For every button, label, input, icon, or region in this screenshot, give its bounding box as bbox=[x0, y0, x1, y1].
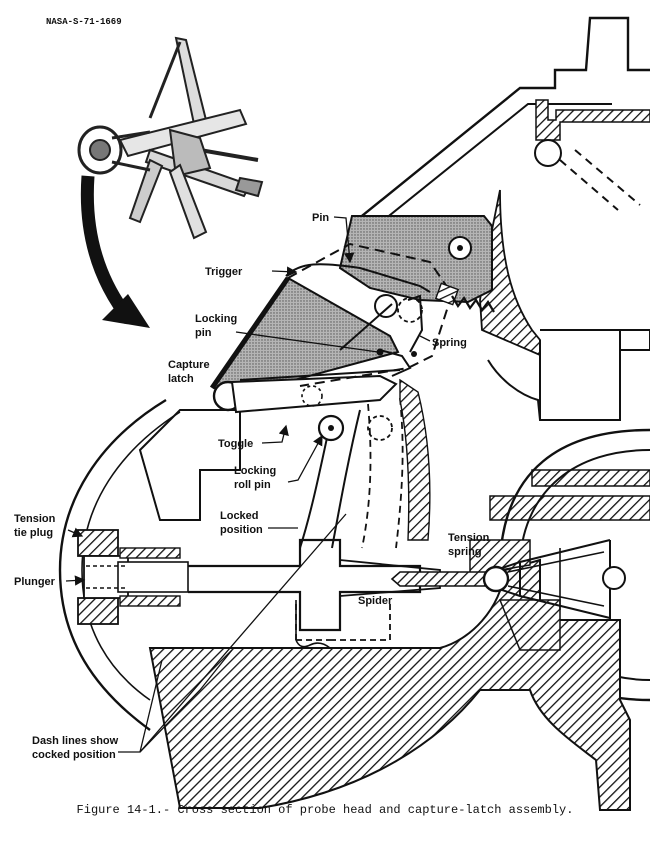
hatched-block-mid bbox=[469, 539, 531, 576]
locking-roll-pin-cocked bbox=[367, 415, 393, 441]
leader-tension-tie-plug bbox=[67, 527, 84, 538]
label-tension-spring-2: spring bbox=[448, 546, 482, 558]
figure-caption: Figure 14-1.- Cross section of probe hea… bbox=[76, 803, 574, 817]
label-pin: Pin bbox=[312, 212, 329, 224]
label-capture-latch-2: latch bbox=[168, 373, 194, 385]
leader-dash-note-b bbox=[139, 659, 163, 753]
toggle-pin-cocked bbox=[301, 385, 323, 407]
callout-arrow-head bbox=[102, 294, 150, 328]
document-id: NASA-S-71-1669 bbox=[46, 17, 122, 27]
central-shaft bbox=[188, 538, 422, 632]
capture-latch-cocked-outline bbox=[287, 242, 454, 387]
label-capture-latch-1: Capture bbox=[168, 359, 210, 371]
plunger-collar-bottom bbox=[119, 595, 181, 607]
spring-block bbox=[434, 282, 460, 306]
label-locked-position-1: Locked bbox=[220, 510, 259, 522]
cocked-position-dash-top bbox=[559, 149, 641, 211]
nose-cone-inner bbox=[81, 411, 181, 701]
leader-spring bbox=[419, 335, 431, 342]
plunger-collar-top bbox=[119, 547, 181, 559]
nose-cone-face bbox=[138, 409, 241, 521]
hatched-ledge-top bbox=[535, 99, 650, 141]
label-locked-position-2: position bbox=[220, 524, 263, 536]
latch-pivot-upper-cocked bbox=[397, 297, 423, 323]
tension-spring-joint-right bbox=[602, 566, 626, 590]
label-dash-note-1: Dash lines show bbox=[32, 735, 119, 747]
spring-end-dot bbox=[411, 351, 417, 357]
toggle-arm-link bbox=[239, 369, 401, 381]
label-dash-note-2: cocked position bbox=[32, 749, 116, 761]
tension-tie-plug-lower bbox=[77, 597, 119, 625]
label-trigger: Trigger bbox=[205, 266, 243, 278]
leader-locking-pin bbox=[235, 331, 379, 353]
spring-coil bbox=[451, 295, 495, 313]
leader-dash-note-c bbox=[139, 649, 233, 753]
capture-latch-edge bbox=[209, 276, 291, 390]
hatched-right-band bbox=[531, 469, 650, 487]
trigger-lower-arm bbox=[379, 349, 412, 377]
label-toggle: Toggle bbox=[218, 438, 253, 450]
latch-guide-dashed bbox=[361, 397, 404, 549]
label-locking-pin-2: pin bbox=[195, 327, 212, 339]
pin-bracket bbox=[338, 215, 493, 304]
label-locking-roll-pin-2: roll pin bbox=[234, 479, 271, 491]
plunger-rod bbox=[117, 561, 189, 593]
leader-toggle bbox=[261, 424, 289, 444]
label-tension-tie-plug-1: Tension bbox=[14, 513, 56, 525]
tension-spring-rods bbox=[507, 548, 605, 610]
spider-lower-solid bbox=[295, 600, 331, 649]
callout-arrow bbox=[80, 175, 136, 325]
tension-spring-joint bbox=[482, 565, 510, 593]
label-plunger: Plunger bbox=[14, 576, 56, 588]
hatched-body-upper bbox=[479, 189, 541, 357]
label-tension-tie-plug-2: tie plug bbox=[14, 527, 53, 539]
locking-pin-dot bbox=[376, 348, 384, 356]
label-spider: Spider bbox=[358, 595, 393, 607]
latch-guide-hatched bbox=[399, 378, 431, 541]
label-locking-roll-pin-1: Locking bbox=[234, 465, 276, 477]
spider-pointed-rod bbox=[390, 571, 491, 587]
label-locking-pin-1: Locking bbox=[195, 313, 237, 325]
leader-plunger bbox=[65, 575, 86, 586]
probe-housing-outer-shell bbox=[350, 16, 650, 246]
leader-locking-roll-pin bbox=[287, 434, 323, 483]
label-spring: Spring bbox=[432, 337, 467, 349]
tension-tie-plug bbox=[77, 529, 119, 557]
leader-pin bbox=[333, 216, 355, 264]
trigger-arm-line bbox=[339, 294, 424, 353]
latch-pivot-upper bbox=[374, 294, 398, 318]
roller-top bbox=[534, 139, 562, 167]
probe-assembly-inset bbox=[77, 36, 264, 240]
label-tension-spring-1: Tension bbox=[448, 532, 490, 544]
hatched-right-band-2 bbox=[489, 495, 650, 521]
hatched-body-wall bbox=[487, 329, 650, 421]
leader-trigger bbox=[271, 266, 298, 277]
nose-cone-outline bbox=[58, 398, 167, 731]
